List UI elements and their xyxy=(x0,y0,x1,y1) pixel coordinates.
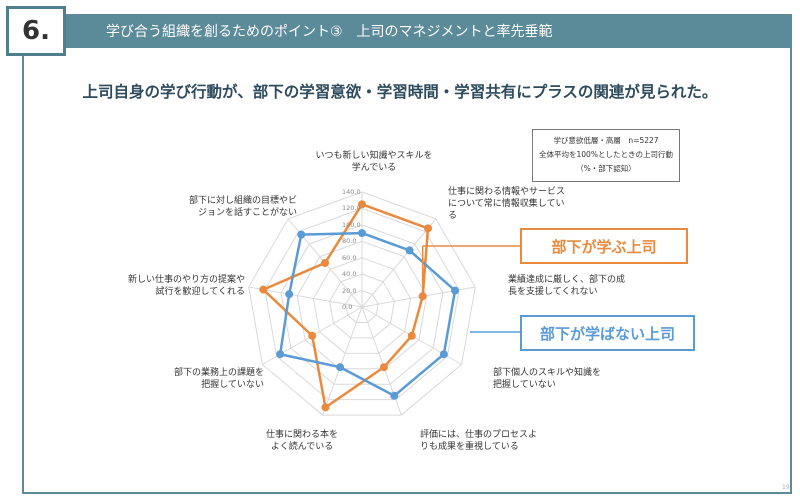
axis-label: 部下個人のスキルや知識を把握していない xyxy=(493,368,602,390)
grid-spoke xyxy=(248,286,363,308)
tick-label: 60.0 xyxy=(342,253,357,262)
data-point xyxy=(405,246,414,255)
grid-ring xyxy=(264,207,460,401)
grid-ring xyxy=(248,191,476,416)
data-point xyxy=(439,350,448,359)
grid-spoke xyxy=(361,218,437,308)
data-point xyxy=(379,363,388,372)
axis-label: いつも新しい知識やスキルを学んでいる xyxy=(315,151,433,173)
data-point xyxy=(407,331,416,340)
grid-ring xyxy=(329,273,395,339)
axis-label: 部下の業務上の課題を把握していない xyxy=(173,368,264,390)
axis-label: 業績達成に厳しく、部下の成長を支援してくれない xyxy=(508,275,626,297)
axis-label: 仕事に関わる本をよく読んでいる xyxy=(265,430,338,452)
page-number: 19 xyxy=(782,484,790,491)
data-point xyxy=(285,290,294,299)
tick-label: 20.0 xyxy=(342,286,357,295)
series-line-1 xyxy=(278,231,457,398)
data-point xyxy=(308,331,317,340)
tick-label: 0.0 xyxy=(342,303,353,311)
axis-label: 仕事に関わる情報やサービスについて常に情報収集している xyxy=(448,187,566,221)
data-point xyxy=(358,200,366,209)
data-point xyxy=(451,286,460,295)
grid-ring xyxy=(296,240,428,370)
data-point xyxy=(276,350,285,359)
data-point xyxy=(321,258,330,267)
data-point xyxy=(297,230,306,239)
data-point xyxy=(321,403,330,412)
tick-label: 120.0 xyxy=(342,204,361,213)
series-line-0 xyxy=(261,202,430,410)
data-point xyxy=(358,229,366,238)
section-number: 6. xyxy=(6,6,66,56)
tick-label: 100.0 xyxy=(342,220,361,229)
chart-note: 学び意欲低層・高層 n=5227 全体平均を100%としたときの上司行動 （%・… xyxy=(532,129,680,182)
header-title-bar: 学び合う組織を創るためのポイント③ 上司のマネジメントと率先垂範 xyxy=(66,14,792,48)
tick-label: 80.0 xyxy=(342,237,357,246)
grid-ring xyxy=(312,257,412,354)
headline: 上司自身の学び行動が、部下の学習意欲・学習時間・学習共有にプラスの関連が見られた… xyxy=(82,83,718,101)
callout-learning-boss: 部下が学ぶ上司 xyxy=(520,228,688,264)
note-line-3: （%・部下認知） xyxy=(576,164,636,173)
tick-label: 140.0 xyxy=(342,188,361,196)
data-point xyxy=(259,285,268,294)
callout-non-learning-boss: 部下が学ばない上司 xyxy=(520,315,695,351)
header-title: 学び合う組織を創るためのポイント③ 上司のマネジメントと率先垂範 xyxy=(106,24,553,40)
note-line-2: 全体平均を100%としたときの上司行動 xyxy=(539,150,673,159)
grid-spoke xyxy=(322,306,363,416)
grid-ring xyxy=(345,290,379,323)
axis-label: 評価には、仕事のプロセスよりも成果を重視している xyxy=(420,430,538,452)
axis-label: 部下に対し組織の目標やビジョンを話すことがない xyxy=(188,196,297,218)
data-point xyxy=(424,224,433,233)
data-point xyxy=(390,391,399,400)
axis-label: 新しい仕事のやり方の提案や試行を歓迎してくれる xyxy=(127,275,245,297)
note-line-1: 学び意欲低層・高層 n=5227 xyxy=(553,136,659,145)
tick-label: 40.0 xyxy=(342,270,357,279)
data-point xyxy=(336,363,345,372)
slide-frame xyxy=(22,14,792,494)
